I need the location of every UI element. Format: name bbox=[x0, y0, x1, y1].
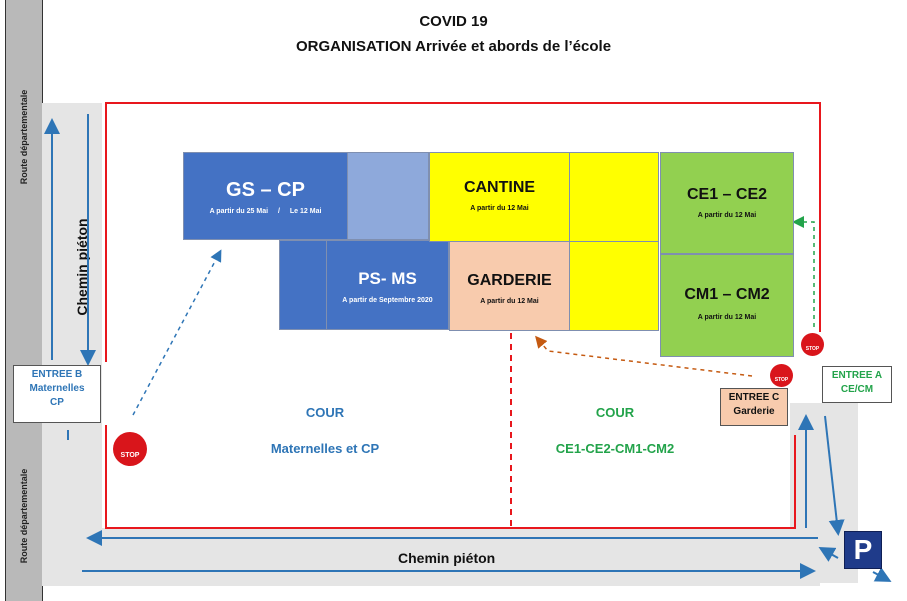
school-wall bbox=[105, 102, 821, 529]
building-ps-ms-annex bbox=[279, 240, 327, 330]
stop-label-b: STOP bbox=[120, 452, 140, 459]
entree-b-box: ENTREE B Maternelles CP bbox=[13, 365, 101, 423]
stop-sign-icon: STOP bbox=[113, 432, 147, 466]
cour-right-title: COUR bbox=[595, 405, 635, 420]
stop-sign-icon: STOP bbox=[801, 333, 824, 356]
entree-a-line1: ENTREE A bbox=[831, 370, 883, 381]
entree-b-line2: Maternelles bbox=[29, 383, 85, 394]
ps-ms-name: PS- MS bbox=[358, 269, 417, 288]
arrow-entree-b-to-gs-cp bbox=[132, 249, 222, 416]
building-cantine-annex bbox=[569, 152, 659, 242]
title-line-2: ORGANISATION Arrivée et abords de l’écol… bbox=[295, 38, 612, 55]
ps-ms-date: A partir de Septembre 2020 bbox=[342, 297, 433, 304]
ce-date: A partir du 12 Mai bbox=[697, 212, 757, 219]
ce-name: CE1 – CE2 bbox=[686, 186, 768, 203]
arrow-entree-c-to-garderie bbox=[535, 335, 753, 377]
building-garderie-annex bbox=[569, 241, 659, 331]
chemin-pieton-bottom: Chemin piéton bbox=[398, 550, 496, 566]
building-garderie: GARDERIE A partir du 12 Mai bbox=[449, 241, 570, 331]
gs-cp-date-sep: / bbox=[278, 208, 280, 215]
gs-cp-name: GS – CP bbox=[226, 179, 305, 201]
title-line-1: COVID 19 bbox=[419, 13, 488, 30]
entree-c-line1: ENTREE C bbox=[728, 392, 780, 403]
garderie-name: GARDERIE bbox=[467, 272, 552, 289]
arrow-entree-a-to-ce bbox=[792, 216, 815, 327]
gs-cp-dates: A partir du 25 Mai / Le 12 Mai bbox=[184, 208, 347, 215]
cour-right-subtitle: CE1-CE2-CM1-CM2 bbox=[555, 441, 675, 456]
cantine-date: A partir du 12 Mai bbox=[470, 205, 529, 212]
building-gs-cp-annex bbox=[347, 152, 429, 240]
entree-b-line1: ENTREE B bbox=[31, 369, 83, 380]
cantine-name: CANTINE bbox=[463, 179, 536, 196]
garderie-date: A partir du 12 Mai bbox=[480, 298, 539, 305]
cm-date: A partir du 12 Mai bbox=[697, 314, 757, 321]
entree-c-box: ENTREE C Garderie bbox=[720, 388, 788, 426]
cour-left-title: COUR bbox=[305, 405, 345, 420]
parking-icon: P bbox=[844, 531, 882, 569]
arrow-parking-out bbox=[872, 567, 892, 582]
cm-name: CM1 – CM2 bbox=[684, 286, 770, 303]
entree-b-line3: CP bbox=[50, 397, 64, 408]
building-gs-cp: GS – CP A partir du 25 Mai / Le 12 Mai bbox=[183, 152, 348, 240]
building-ce1-ce2: CE1 – CE2 A partir du 12 Mai bbox=[660, 152, 794, 254]
arrow-parking-in bbox=[818, 547, 839, 562]
stop-label-a: STOP bbox=[805, 346, 820, 352]
entree-a-box: ENTREE A CE/CM bbox=[822, 366, 892, 403]
building-cm1-cm2: CM1 – CM2 A partir du 12 Mai bbox=[660, 254, 794, 357]
arrow-path-right-down bbox=[824, 415, 845, 536]
entree-c-line2: Garderie bbox=[733, 406, 775, 417]
stop-sign-icon: STOP bbox=[770, 364, 793, 387]
stop-label-c: STOP bbox=[774, 377, 789, 383]
cour-left-subtitle: Maternelles et CP bbox=[270, 441, 380, 456]
gs-cp-date-b: Le 12 Mai bbox=[289, 208, 322, 215]
gs-cp-date-a: A partir du 25 Mai bbox=[209, 208, 269, 215]
road-left bbox=[5, 0, 43, 601]
building-cantine: CANTINE A partir du 12 Mai bbox=[429, 152, 570, 242]
entree-a-line2: CE/CM bbox=[840, 384, 874, 395]
building-ps-ms: PS- MS A partir de Septembre 2020 bbox=[326, 240, 449, 330]
